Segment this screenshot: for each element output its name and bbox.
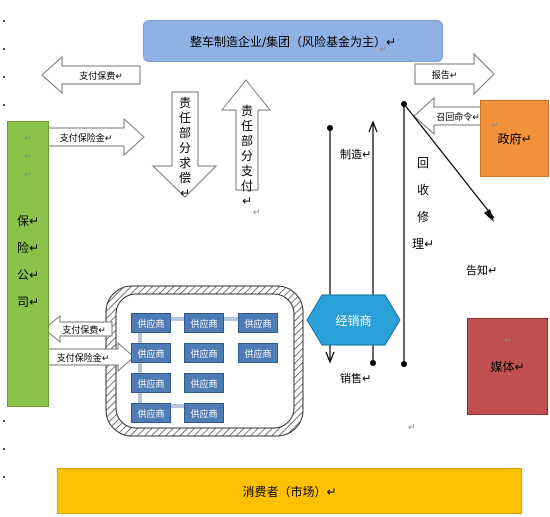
supplier-box: 供应商 [184, 403, 224, 423]
dealer-text: 经销商 [335, 313, 372, 328]
media-box: 媒体↵ [467, 318, 548, 415]
insurance-char-1: 保↵ [16, 214, 40, 228]
dealer-hexagon [306, 294, 401, 346]
notify-label: 告知↵ [466, 264, 498, 277]
media-text: 媒体↵ [490, 360, 525, 374]
pay-claim-bottom-arrow [43, 341, 135, 373]
title-text: 整车制造企业/集团（风险基金为主）↵ [189, 34, 397, 49]
supplier-connector [170, 317, 184, 321]
liability-pay-text: 责任部分支付↵ [240, 104, 253, 208]
return-mark: ↵ [24, 134, 32, 144]
supplier-box: 供应商 [131, 313, 171, 333]
government-box: 政府↵ [480, 100, 549, 177]
pay-premium-bottom-arrow [43, 314, 113, 344]
supplier-connector [222, 317, 238, 321]
return-mark: ↵ [24, 170, 32, 180]
return-mark: ↵ [491, 121, 499, 131]
return-mark: ↵ [504, 336, 512, 346]
supplier-box: 供应商 [184, 343, 224, 363]
pay-claim-top-arrow [47, 117, 145, 157]
pay-premium-top-arrow [41, 55, 141, 95]
sales-label: 销售↵ [340, 372, 372, 385]
liability-claim-text: 责任部分求偿↵ [178, 96, 191, 200]
supplier-box: 供应商 [184, 373, 224, 393]
supplier-connector [170, 404, 184, 408]
report-label: 报告↵ [431, 70, 458, 81]
title-box: 整车制造企业/集团（风险基金为主）↵ [143, 20, 443, 62]
recall-label: 召回命令↵ [436, 112, 480, 123]
government-text: 政府↵ [497, 132, 532, 146]
supplier-box: 供应商 [238, 343, 278, 363]
supplier-box: 供应商 [238, 313, 278, 333]
consumer-text: 消费者（市场）↵ [242, 484, 337, 499]
insurance-company-box: 保↵ 险↵ 公↵ 司↵ [7, 121, 49, 407]
supplier-box: 供应商 [131, 343, 171, 363]
return-mark: ↵ [379, 45, 387, 55]
supplier-box: 供应商 [131, 373, 171, 393]
liability-pay-arrow [220, 79, 272, 191]
insurance-char-2: 险↵ [16, 241, 40, 255]
liability-claim-arrow [151, 91, 218, 198]
insurance-char-3: 公↵ [16, 268, 40, 282]
pay-premium-bottom-label: 支付保费↵ [62, 325, 106, 336]
return-mark: ↵ [253, 208, 261, 218]
pay-claim-top-label: 支付保险金↵ [59, 133, 113, 144]
insurance-char-4: 司↵ [16, 295, 40, 309]
dealer-label: 经销商 [307, 295, 400, 345]
return-mark: ↵ [408, 423, 416, 433]
supplier-box: 供应商 [131, 403, 171, 423]
consumer-box: 消费者（市场）↵ [57, 468, 522, 514]
report-arrow [414, 52, 495, 96]
pay-claim-bottom-label: 支付保险金↵ [56, 353, 110, 364]
return-mark: ↵ [24, 152, 32, 162]
manufacture-label: 制造↵ [340, 148, 372, 161]
supplier-box: 供应商 [184, 313, 224, 333]
pay-premium-top-label: 支付保费↵ [79, 71, 123, 82]
recall-repair-label: 回 收 修 理↵ [412, 156, 435, 251]
